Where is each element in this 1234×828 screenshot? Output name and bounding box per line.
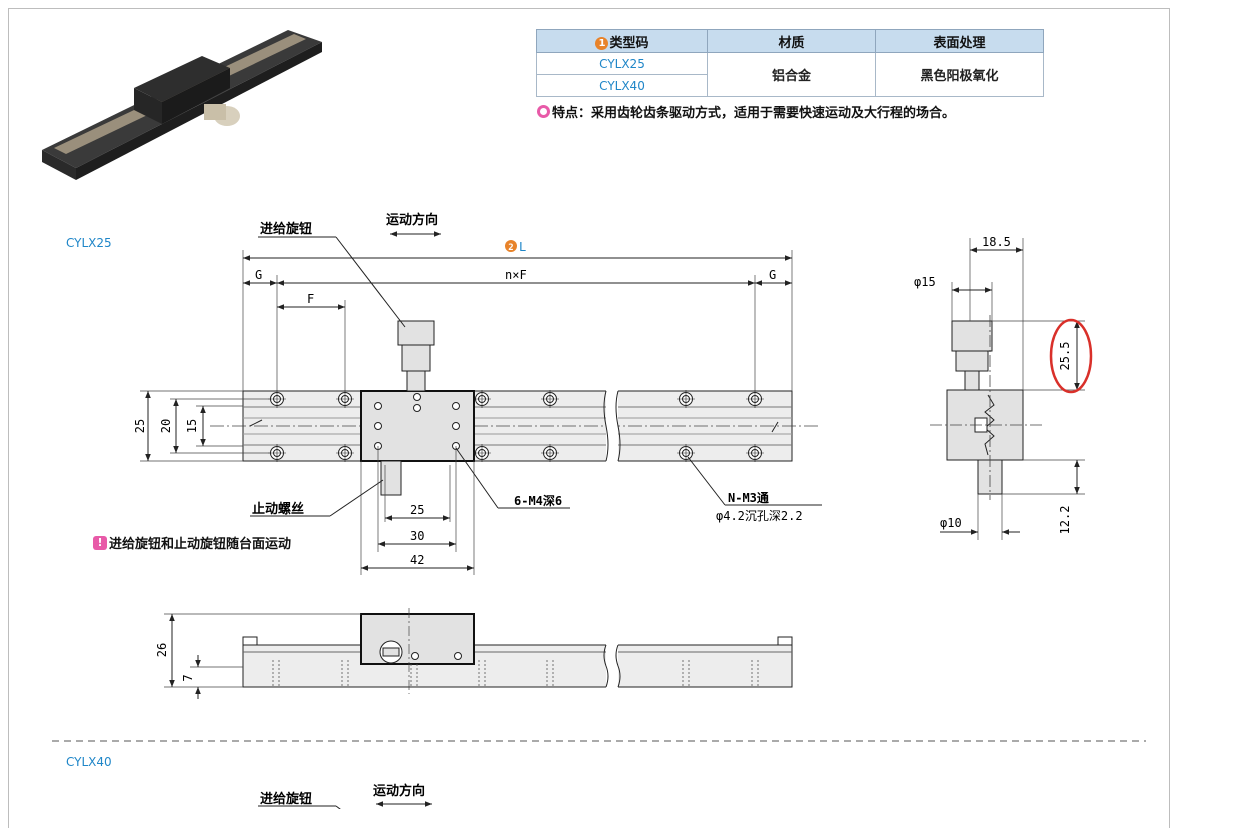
f-label: F — [307, 292, 314, 306]
dim-25-label: 25 — [133, 419, 147, 433]
header-finish: 表面处理 — [875, 29, 1044, 53]
feed-knob-label-2: 进给旋钮 — [260, 791, 312, 807]
bottom-dim-42: 42 — [410, 553, 424, 567]
bottom-dim-25: 25 — [410, 503, 424, 517]
material-cell: 铝合金 — [707, 52, 876, 97]
motion-direction-label: 运动方向 — [386, 212, 438, 228]
front-view — [164, 608, 793, 699]
hole-label-2: φ4.2沉孔深2.2 — [716, 509, 803, 523]
warning-icon: ! — [93, 535, 107, 550]
length-badge-number: 2 — [508, 243, 513, 253]
top-view — [140, 231, 822, 575]
circle-badge-icon — [537, 105, 550, 118]
finish-cell: 黑色阳极氧化 — [875, 52, 1044, 97]
table-row: CYLX40 — [536, 74, 1044, 97]
side-view — [930, 238, 1093, 540]
dim-20-label: 20 — [159, 419, 173, 433]
motion-direction-label-2: 运动方向 — [373, 783, 425, 799]
table-row: CYLX25 铝合金 黑色阳极氧化 — [536, 52, 1044, 97]
code-cell: CYLX40 — [536, 74, 708, 97]
section-label-cylx40: CYLX40 — [66, 755, 112, 769]
g-label-right: G — [769, 268, 776, 282]
front-dim-26: 26 — [155, 643, 169, 657]
product-photo — [42, 30, 322, 180]
bottom-dim-30: 30 — [410, 529, 424, 543]
section-label-cylx25: CYLX25 — [66, 236, 112, 250]
front-dim-7: 7 — [181, 674, 195, 681]
g-label-left: G — [255, 268, 262, 282]
number-badge: 1 — [595, 36, 609, 50]
stop-screw-label: 止动螺丝 — [252, 501, 304, 517]
technical-drawing: 进给旋钮 运动方向 2 L G n×F G F 25 20 15 止动螺丝 6-… — [52, 212, 1146, 809]
side-dim-phi10: φ10 — [940, 516, 962, 530]
hole-label-1: N-M3通 — [728, 490, 769, 505]
page-frame — [8, 8, 1170, 828]
side-dim-18-5: 18.5 — [982, 235, 1011, 249]
warning-text: 进给旋钮和止动旋钮随台面运动 — [109, 537, 292, 552]
side-dim-12-2: 12.2 — [1058, 506, 1072, 535]
feature-text: 特点：采用齿轮齿条驱动方式，适用于需要快速运动及大行程的场合。 — [552, 106, 956, 121]
side-dim-phi15: φ15 — [914, 275, 936, 289]
feature-note: 特点：采用齿轮齿条驱动方式，适用于需要快速运动及大行程的场合。 — [537, 102, 955, 121]
feed-knob-label: 进给旋钮 — [260, 221, 312, 237]
tap-label: 6-M4深6 — [514, 493, 562, 508]
length-badge-icon — [505, 240, 517, 252]
warning-note: ! 进给旋钮和止动旋钮随台面运动 — [93, 533, 291, 552]
nxf-label: n×F — [505, 268, 527, 282]
side-dim-25-5: 25.5 — [1058, 342, 1072, 371]
dim-15-label: 15 — [185, 419, 199, 433]
header-material: 材质 — [707, 29, 876, 53]
highlight-ellipse — [1049, 318, 1093, 394]
length-label: L — [519, 240, 526, 254]
